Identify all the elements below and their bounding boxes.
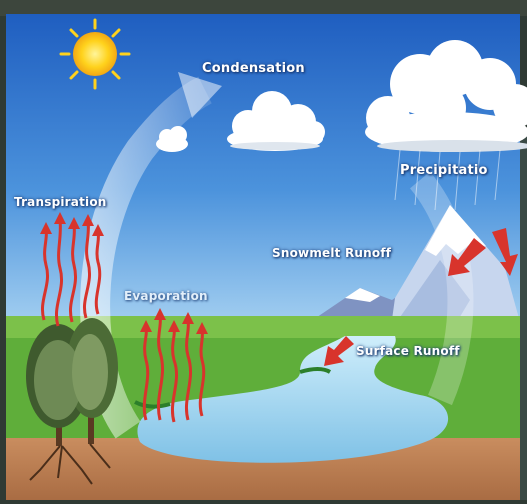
- evaporation-arrows: [142, 315, 206, 423]
- top-photo-strip: [0, 0, 527, 16]
- precipitation-label: Precipitatio: [400, 163, 488, 178]
- snowmelt-arrows: [448, 228, 518, 276]
- snowmelt-runoff-label: Snowmelt Runoff: [272, 246, 392, 260]
- surface-runoff-label: Surface Runoff: [356, 344, 460, 358]
- condensation-label: Condensation: [202, 61, 305, 76]
- cycle-arrowhead: [178, 72, 222, 118]
- transpiration-label: Transpiration: [14, 195, 107, 209]
- tree-icon: [26, 318, 118, 485]
- storm-cloud-icon: [365, 40, 527, 152]
- sun-icon: [59, 18, 131, 90]
- evaporation-label: Evaporation: [124, 289, 208, 303]
- surface-runoff-arrow: [324, 336, 354, 366]
- tree-roots: [29, 443, 111, 485]
- rain-streaks: [394, 149, 501, 211]
- lake: [137, 336, 449, 463]
- cloud-icon: [227, 91, 325, 151]
- transpiration-arrows: [41, 219, 102, 327]
